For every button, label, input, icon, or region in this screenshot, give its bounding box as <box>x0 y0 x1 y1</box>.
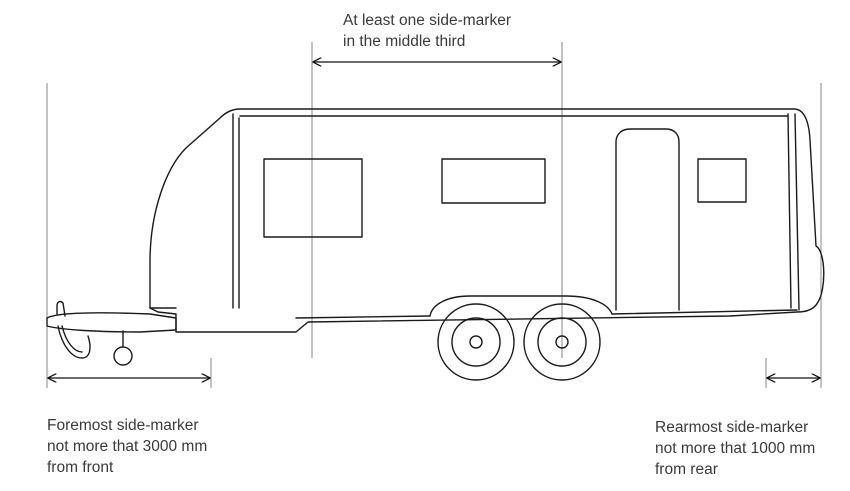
front-label-line-3: from front <box>47 459 114 476</box>
caravan-illustration <box>46 108 825 381</box>
safety-chain <box>57 325 91 359</box>
door <box>615 128 680 311</box>
middle-label-line-1: At least one side-marker <box>343 12 511 29</box>
front-label-line-2: not more that 3000 mm <box>47 438 207 455</box>
front-label-line-1: Foremost side-marker <box>47 417 199 434</box>
rearmost-marker-label: Rearmost side-marker not more that 1000 … <box>655 419 815 478</box>
middle-label-line-2: in the middle third <box>343 33 465 50</box>
dimension-arrows <box>48 62 820 378</box>
reference-lines <box>46 42 822 388</box>
safety-chain-inner <box>61 325 83 353</box>
drawbar <box>46 312 177 333</box>
lower-body-line <box>149 307 798 319</box>
rear-pillar-outer <box>794 113 800 311</box>
front-window <box>263 158 363 238</box>
foremost-marker-label: Foremost side-marker not more that 3000 … <box>47 417 207 476</box>
rear-axle-wheel <box>523 303 601 381</box>
tow-coupling <box>56 300 66 317</box>
rear-window <box>697 158 747 203</box>
rear-label-line-1: Rearmost side-marker <box>655 419 808 436</box>
middle-window <box>441 158 546 204</box>
rear-label-line-2: not more that 1000 mm <box>655 440 815 457</box>
wheel-arch <box>429 295 613 317</box>
jockey-wheel <box>113 346 133 366</box>
middle-third-label: At least one side-marker in the middle t… <box>343 12 511 50</box>
rear-pillar <box>787 113 792 309</box>
front-axle-wheel <box>437 303 515 381</box>
caravan-body-outline <box>149 108 825 333</box>
rear-label-line-3: from rear <box>655 461 718 478</box>
